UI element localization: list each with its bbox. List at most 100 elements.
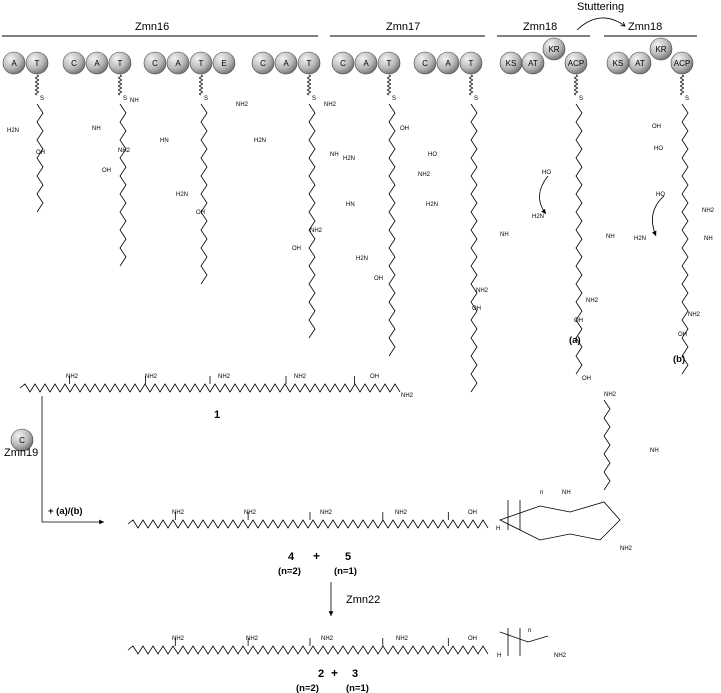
atom-label: NH2	[236, 102, 249, 108]
atom-label: NH2	[702, 208, 715, 214]
adenylation-domain-text: A	[175, 59, 181, 68]
zmn17-label: Zmn17	[386, 21, 420, 33]
compound-1: 1	[214, 409, 220, 421]
sulfur-label: S	[123, 96, 127, 102]
condensation-domain-text: C	[422, 59, 428, 68]
adenylation-domain-text: A	[283, 59, 289, 68]
ppant-tether	[387, 74, 391, 96]
module-headers: Zmn16 Zmn17 Zmn18 Zmn18 Stuttering	[2, 1, 697, 37]
reagent-label: + (a)/(b)	[48, 506, 83, 517]
atom-label: OH	[652, 124, 661, 130]
acyltransferase-domain-shape	[628, 51, 652, 75]
atom-label: NH2	[294, 374, 307, 380]
compound-1-chain	[19, 383, 401, 393]
atom-label: H2N	[176, 192, 188, 198]
thiolation-domain: T	[459, 51, 483, 75]
atom-label: H2N	[356, 256, 368, 262]
atom-label: NH2	[401, 393, 414, 399]
label-b: (b)	[673, 354, 685, 365]
peptide-backbone	[308, 103, 316, 339]
adenylation-domain-text: A	[445, 59, 451, 68]
adenylation-domain-text: A	[11, 59, 17, 68]
atom-label: NH	[650, 448, 659, 454]
atom-label: NH2	[554, 653, 567, 659]
adenylation-domain-shape	[354, 51, 378, 75]
zmn22-label: Zmn22	[346, 594, 380, 606]
compound-23-labels: NH2 NH2 NH2 NH2 OH H n NH2 2 + 3 (n=2) (…	[172, 628, 567, 693]
stuttering-label: Stuttering	[577, 1, 624, 13]
condensation-domain-shape	[10, 428, 34, 452]
n2-45: (n=2)	[278, 566, 301, 577]
atom-label: NH	[330, 152, 339, 158]
condensation-domain-shape	[413, 51, 437, 75]
thiolation-domain-shape	[297, 51, 321, 75]
atom-label: OH	[582, 376, 591, 382]
thiolation-domain-shape	[377, 51, 401, 75]
acyltransferase-domain-text: AT	[528, 59, 538, 68]
thiolation-domain-text: T	[199, 59, 204, 68]
adenylation-domain-shape	[85, 51, 109, 75]
compound-5: 5	[345, 551, 351, 563]
polyamine-chains	[19, 376, 621, 656]
stuttering-arrow	[576, 17, 625, 31]
acyl-carrier-domain-text: ACP	[674, 59, 690, 68]
ppant-tether	[199, 74, 203, 96]
plus-45: +	[313, 549, 320, 563]
atom-label: H2N	[7, 128, 19, 134]
condensation-domain-shape	[143, 51, 167, 75]
atom-label: H	[496, 526, 500, 532]
atom-label: NH2	[244, 510, 257, 516]
compound-23-chain	[127, 645, 489, 655]
atom-label: NH2	[218, 374, 231, 380]
macrocycle-ring	[498, 501, 621, 541]
atom-label: n	[540, 490, 543, 496]
ketoreductase-domain: KR	[649, 37, 673, 61]
atom-label: OH	[400, 126, 409, 132]
atom-label: HN	[160, 138, 169, 144]
peptide-backbone	[36, 103, 44, 213]
atom-label: OH	[468, 636, 477, 642]
repeat-bracket	[507, 500, 521, 530]
atom-label: NH	[704, 236, 713, 242]
peptide-backbone	[470, 103, 478, 393]
atom-label: NH2	[246, 636, 259, 642]
acyltransferase-domain-shape	[521, 51, 545, 75]
atom-label: H2N	[343, 156, 355, 162]
acyl-carrier-domain-shape	[564, 51, 588, 75]
zmn19-step: Zmn19 + (a)/(b)	[4, 396, 104, 525]
thiolation-domain-shape	[459, 51, 483, 75]
thiolation-domain: T	[108, 51, 132, 75]
atom-label: NH2	[172, 636, 185, 642]
acyltransferase-domain: AT	[628, 51, 652, 75]
sulfur-label: S	[40, 96, 44, 102]
sulfur-label: S	[312, 96, 316, 102]
atom-label: OH	[196, 210, 205, 216]
zmn19-label: Zmn19	[4, 447, 38, 459]
adenylation-domain: A	[436, 51, 460, 75]
epimerization-domain-shape	[212, 51, 236, 75]
sulfur-label: S	[204, 96, 208, 102]
ppant-tether	[469, 74, 473, 96]
atom-label: OH	[102, 168, 111, 174]
compound-3: 3	[352, 668, 358, 680]
acyl-carrier-domain: ACP	[670, 51, 694, 75]
condensation-domain-text: C	[152, 59, 158, 68]
atom-label: OH	[574, 318, 583, 324]
compound-4: 4	[288, 551, 295, 563]
condensation-domain-text: C	[19, 436, 25, 445]
acyl-carrier-domain-shape	[670, 51, 694, 75]
adenylation-domain-shape	[436, 51, 460, 75]
atom-label: NH	[92, 126, 101, 132]
adenylation-domain-shape	[166, 51, 190, 75]
plus-23: +	[331, 666, 338, 680]
adenylation-domain-text: A	[363, 59, 369, 68]
compound-2: 2	[318, 668, 324, 680]
sulfur-label: S	[474, 96, 478, 102]
adenylation-domain: A	[354, 51, 378, 75]
condensation-domain-text: C	[71, 59, 77, 68]
n2-23: (n=2)	[296, 683, 319, 693]
atom-label: NH2	[396, 636, 409, 642]
sulfur-label: S	[685, 96, 689, 102]
